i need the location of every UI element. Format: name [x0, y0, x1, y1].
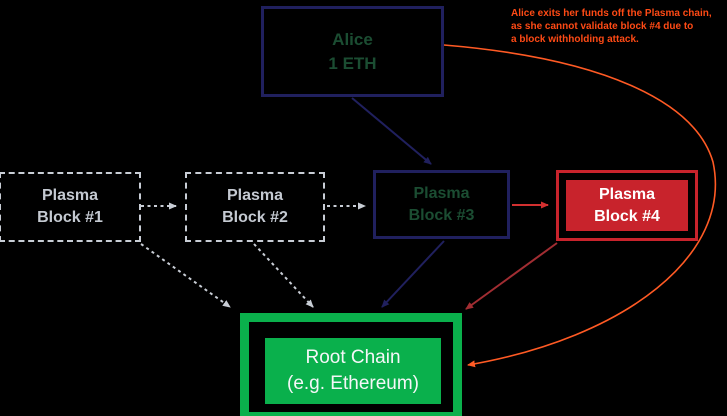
plasma-block-3-number: Block #3 [408, 206, 475, 224]
edge-block1-rootchain-arrow [140, 243, 231, 308]
alice-node: Alice 1 ETH [261, 6, 444, 97]
plasma-block-4-title: Plasma [598, 185, 656, 203]
plasma-block-1-title: Plasma [41, 187, 99, 204]
edge-block2-rootchain-arrow [253, 243, 314, 308]
attack-annotation-line2: as she cannot validate block #4 due to [511, 21, 694, 32]
plasma-block-2-title: Plasma [226, 187, 284, 204]
attack-annotation-line3: a block withholding attack. [511, 34, 639, 45]
attack-annotation-line1: Alice exits her funds off the Plasma cha… [511, 8, 712, 19]
plasma-block-2-number: Block #2 [222, 209, 288, 226]
plasma-block-4-inner: Plasma Block #4 [566, 180, 688, 231]
plasma-block-4: Plasma Block #4 [556, 170, 698, 241]
edge-block4-rootchain-arrow [465, 242, 558, 310]
plasma-block-1: Plasma Block #1 [0, 172, 141, 242]
root-chain-node: Root Chain (e.g. Ethereum) [240, 313, 462, 416]
plasma-block-3: Plasma Block #3 [373, 170, 510, 239]
plasma-block-4-number: Block #4 [594, 207, 660, 225]
edge-alice-exit-rootchain-curve [443, 44, 717, 368]
root-chain-subtitle: (e.g. Ethereum) [287, 373, 419, 394]
edge-alice-block3-arrow [351, 97, 432, 165]
root-chain-title: Root Chain [305, 347, 401, 368]
edge-block3-rootchain-arrow [381, 240, 445, 308]
alice-title: Alice [332, 29, 373, 49]
root-chain-inner: Root Chain (e.g. Ethereum) [265, 338, 441, 404]
plasma-block-1-number: Block #1 [37, 209, 103, 226]
alice-amount: 1 ETH [328, 53, 377, 73]
plasma-block-3-title: Plasma [413, 184, 470, 202]
attack-annotation: Alice exits her funds off the Plasma cha… [511, 7, 727, 46]
plasma-block-2: Plasma Block #2 [185, 172, 325, 242]
